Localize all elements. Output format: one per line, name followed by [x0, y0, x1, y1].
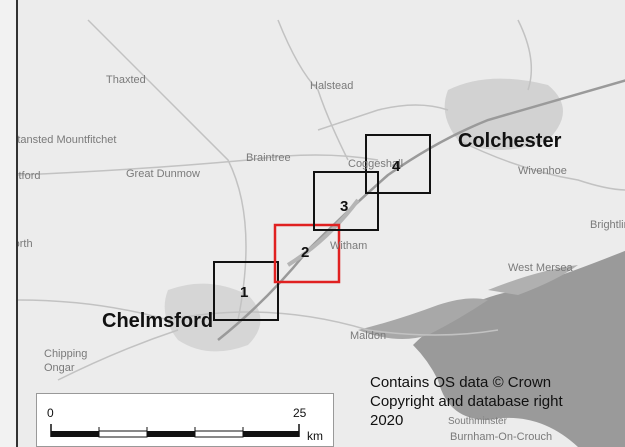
sea-estuary — [413, 250, 625, 447]
label-wivenhoe: Wivenhoe — [518, 165, 567, 177]
study-box-2-label: 2 — [301, 244, 310, 261]
study-box-2[interactable] — [273, 223, 341, 284]
label-coggeshall: Coggeshall — [348, 158, 404, 170]
label-maldon: Maldon — [350, 330, 387, 342]
study-box-4-label: 4 — [392, 158, 401, 175]
study-box-4[interactable] — [365, 134, 431, 194]
scale-unit-label: km — [307, 429, 323, 443]
copyright-line-2: Copyright and database right — [370, 393, 563, 410]
copyright-notice: Contains OS data © Crown Copyright and d… — [370, 373, 563, 430]
label-great-dunmow: Great Dunmow — [126, 168, 200, 180]
blackwater-estuary — [358, 298, 488, 339]
scale-bar-graphic — [50, 424, 300, 438]
copyright-line-3: 2020 — [370, 412, 404, 429]
basemap — [18, 0, 625, 447]
label-stansted: Stansted Mountfitchet — [16, 134, 117, 146]
label-southminster: Southminster — [448, 416, 507, 427]
study-box-3[interactable] — [313, 171, 379, 231]
study-box-1-label: 1 — [240, 284, 249, 301]
roads — [18, 19, 625, 381]
label-edgeworth: Edgeworth — [18, 238, 33, 250]
label-halstead: Halstead — [310, 80, 354, 92]
mersea-channel — [488, 265, 578, 295]
route-highlight — [286, 198, 360, 267]
scale-end-label: 25 — [293, 406, 307, 420]
scale-bar: 0 25 km — [36, 393, 334, 447]
label-stortford: Bishop's Stortford — [18, 170, 41, 182]
scale-start-label: 0 — [47, 406, 54, 420]
label-west-mersea: West Mersea — [508, 262, 573, 274]
label-braintree: Braintree — [246, 152, 291, 164]
label-chipping-ongar: Chipping Ongar — [44, 348, 88, 374]
label-colchester: Colchester — [458, 130, 562, 152]
label-brightlingsea: Brightlingsea — [590, 219, 625, 231]
label-thaxted: Thaxted — [106, 74, 146, 86]
label-chelmsford: Chelmsford — [102, 310, 214, 332]
copyright-line-1: Contains OS data © Crown — [370, 374, 552, 391]
label-burnham: Burnham-On-Crouch — [450, 431, 553, 443]
study-box-1[interactable] — [213, 261, 279, 321]
map-frame: Thaxted Halstead Stansted Mountfitchet B… — [16, 0, 625, 447]
chelmsford-urban-area — [164, 283, 261, 352]
study-box-3-label: 3 — [340, 198, 349, 215]
label-witham: Witham — [330, 240, 368, 252]
